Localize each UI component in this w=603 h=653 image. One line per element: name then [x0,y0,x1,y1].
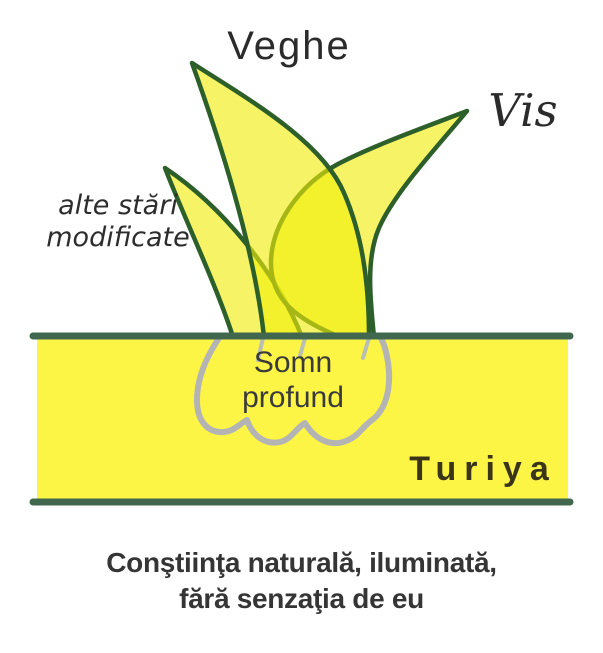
caption-line2: fără senzaţia de eu [179,583,424,615]
turiya-label: Turiya [409,450,557,488]
caption-text: Conştiinţa naturală, iluminată, fără sen… [0,545,603,618]
caption-line1: Conştiinţa naturală, iluminată, [106,547,497,578]
veghe-label: Veghe [227,24,351,68]
root-blob-outline [194,335,393,447]
alte-stari-label: alte stări modificate [27,190,209,255]
somn-line2: profund [242,380,344,414]
blade-root-traces [256,336,371,362]
leaf-veghe [189,60,372,340]
alte-stari-line2: modificate [46,222,190,254]
somn-line1: Somn [253,346,333,379]
alte-stari-line1: alte stări [58,190,178,221]
ground-band [37,336,568,502]
somn-profund-label: Somn profund [203,346,383,415]
vis-label: Vis [488,84,558,137]
